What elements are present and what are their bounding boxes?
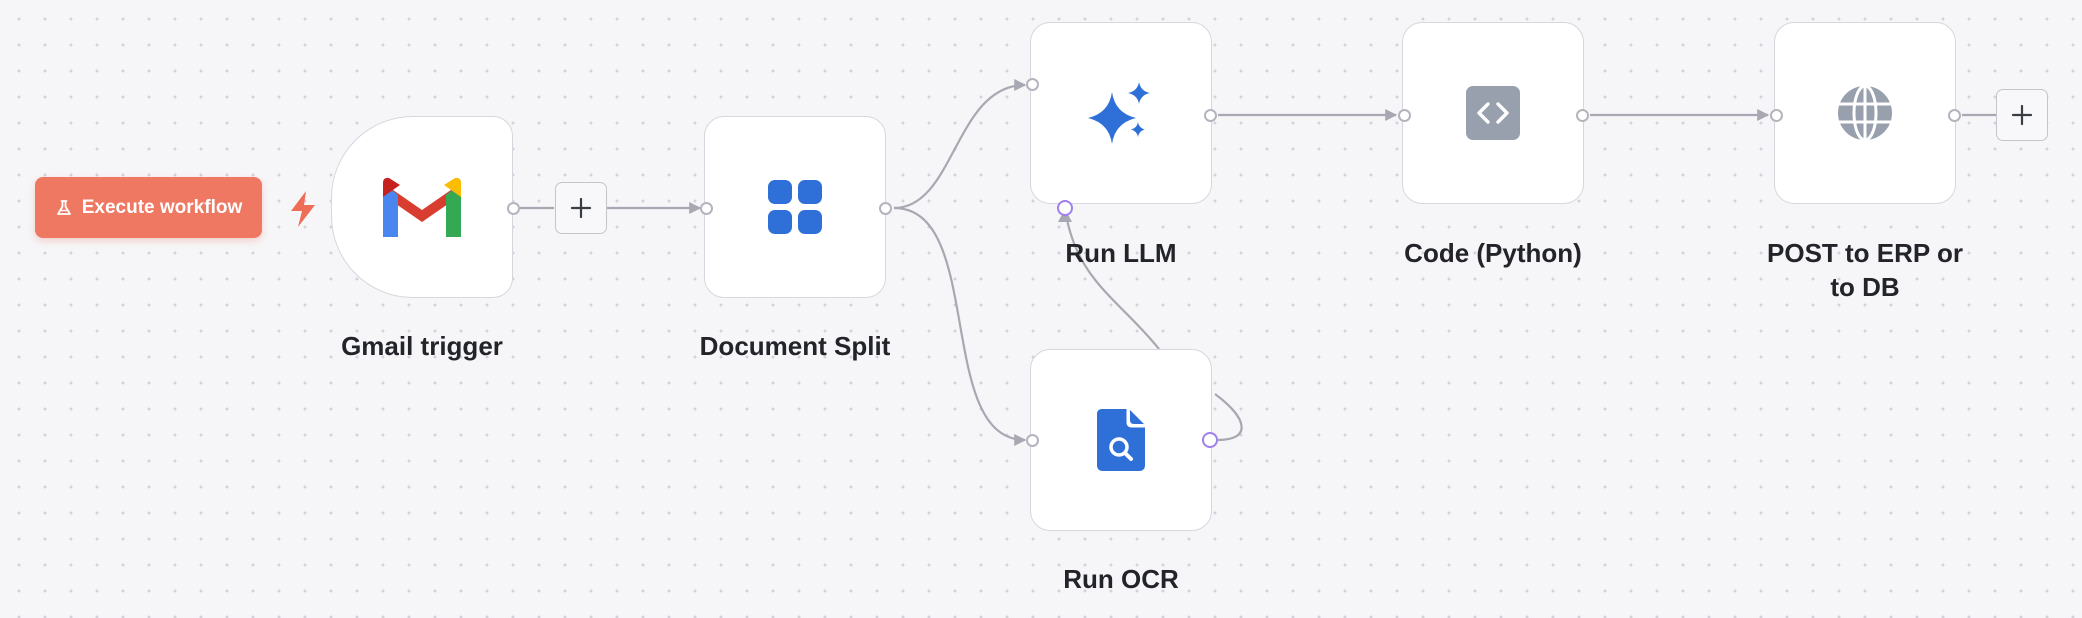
edge-split-llm[interactable] — [893, 79, 1027, 210]
run-llm-label: Run LLM — [1065, 238, 1177, 268]
code-python-label: Code (Python) — [1404, 238, 1582, 268]
globe-icon — [1838, 84, 1892, 142]
execute-workflow-label: Execute workflow — [81, 196, 243, 218]
post-to-erp-label-line2: to DB — [1830, 272, 1900, 302]
post-to-erp-label: POST to ERP or to DB — [1735, 236, 1995, 304]
split-output-port[interactable] — [879, 202, 892, 215]
plus-icon — [2011, 104, 2033, 126]
document-split-label: Document Split — [699, 331, 891, 361]
post-input-port[interactable] — [1770, 109, 1783, 122]
split-input-port[interactable] — [700, 202, 713, 215]
run-ocr-label: Run OCR — [1063, 564, 1179, 594]
post-to-erp-label-line1: POST to ERP or — [1767, 238, 1963, 268]
grid-four-squares-icon — [768, 180, 822, 234]
gmail-output-port[interactable] — [507, 202, 520, 215]
edge-ocr-loop — [1214, 393, 1243, 442]
run-ocr-node[interactable] — [1030, 349, 1212, 531]
code-input-port[interactable] — [1398, 109, 1411, 122]
plus-icon — [570, 197, 592, 219]
add-node-end-button[interactable] — [1996, 89, 2048, 141]
ocr-tool-output-port[interactable] — [1202, 432, 1218, 448]
ocr-input-port[interactable] — [1026, 434, 1039, 447]
document-search-icon — [1097, 409, 1145, 471]
gmail-trigger-node[interactable] — [331, 116, 513, 298]
llm-output-port[interactable] — [1204, 109, 1217, 122]
add-node-button[interactable] — [555, 182, 607, 234]
gmail-trigger-label: Gmail trigger — [341, 331, 503, 361]
code-python-node[interactable] — [1402, 22, 1584, 204]
flask-icon — [56, 199, 71, 215]
gmail-icon — [383, 177, 461, 237]
sparkles-icon — [1088, 82, 1150, 144]
code-output-port[interactable] — [1576, 109, 1589, 122]
edge-split-ocr[interactable] — [893, 206, 1027, 446]
llm-tool-input-port[interactable] — [1057, 200, 1073, 216]
llm-input-port[interactable] — [1026, 78, 1039, 91]
execute-workflow-button[interactable]: Execute workflow — [35, 177, 262, 238]
post-output-port[interactable] — [1948, 109, 1961, 122]
code-brackets-icon — [1466, 86, 1520, 140]
post-to-erp-node[interactable] — [1774, 22, 1956, 204]
run-llm-node[interactable] — [1030, 22, 1212, 204]
document-split-node[interactable] — [704, 116, 886, 298]
edge-ocr-llm-tool[interactable] — [1063, 207, 1160, 350]
lightning-bolt-icon — [291, 191, 315, 227]
